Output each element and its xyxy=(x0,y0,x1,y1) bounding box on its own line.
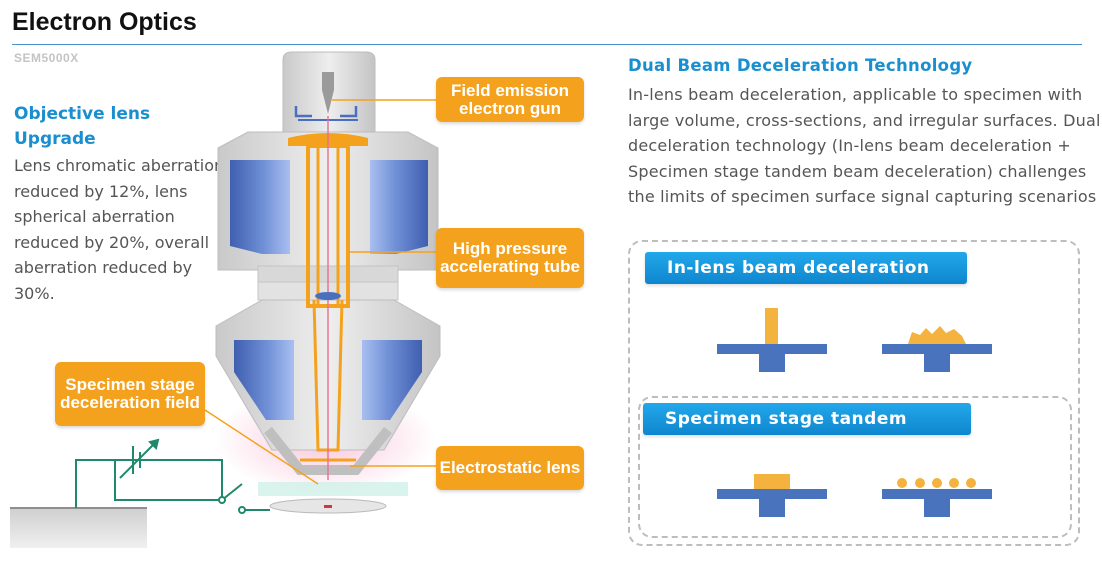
objective-pole-left xyxy=(234,340,294,420)
objective-pole-right xyxy=(362,340,422,420)
callout-field-emission-gun: Field emission electron gun xyxy=(436,77,584,122)
condenser-coil-right xyxy=(370,160,428,254)
dual-deceleration-description: In-lens beam deceleration, applicable to… xyxy=(628,85,1101,206)
inlens-diagram-a xyxy=(717,308,827,372)
callout-stage-deceleration-field: Specimen stage deceleration field xyxy=(55,362,205,426)
callout-accelerating-tube: High pressure accelerating tube xyxy=(436,228,584,288)
objective-lens-heading: Objective lens Upgrade xyxy=(14,104,151,149)
objective-lens-description: Lens chromatic aberration reduced by 12%… xyxy=(14,156,225,303)
deceleration-panel xyxy=(628,240,1080,546)
condenser-coil-left xyxy=(230,160,290,254)
inlens-diagram-b xyxy=(882,326,992,372)
model-label: SEM5000X xyxy=(14,51,79,65)
page-title: Electron Optics xyxy=(12,8,197,36)
stage-diagram-a xyxy=(717,474,827,517)
stage-tandem-panel xyxy=(638,396,1072,538)
callout-electrostatic-lens: Electrostatic lens xyxy=(436,446,584,490)
stage-diagram-b xyxy=(882,478,992,517)
title-divider xyxy=(12,44,1082,45)
stage-tandem-label: Specimen stage tandem xyxy=(643,403,971,435)
deceleration-circuit xyxy=(75,438,270,514)
dual-deceleration-heading: Dual Beam Deceleration Technology xyxy=(628,56,973,75)
inlens-deceleration-label: In-lens beam deceleration xyxy=(645,252,967,284)
